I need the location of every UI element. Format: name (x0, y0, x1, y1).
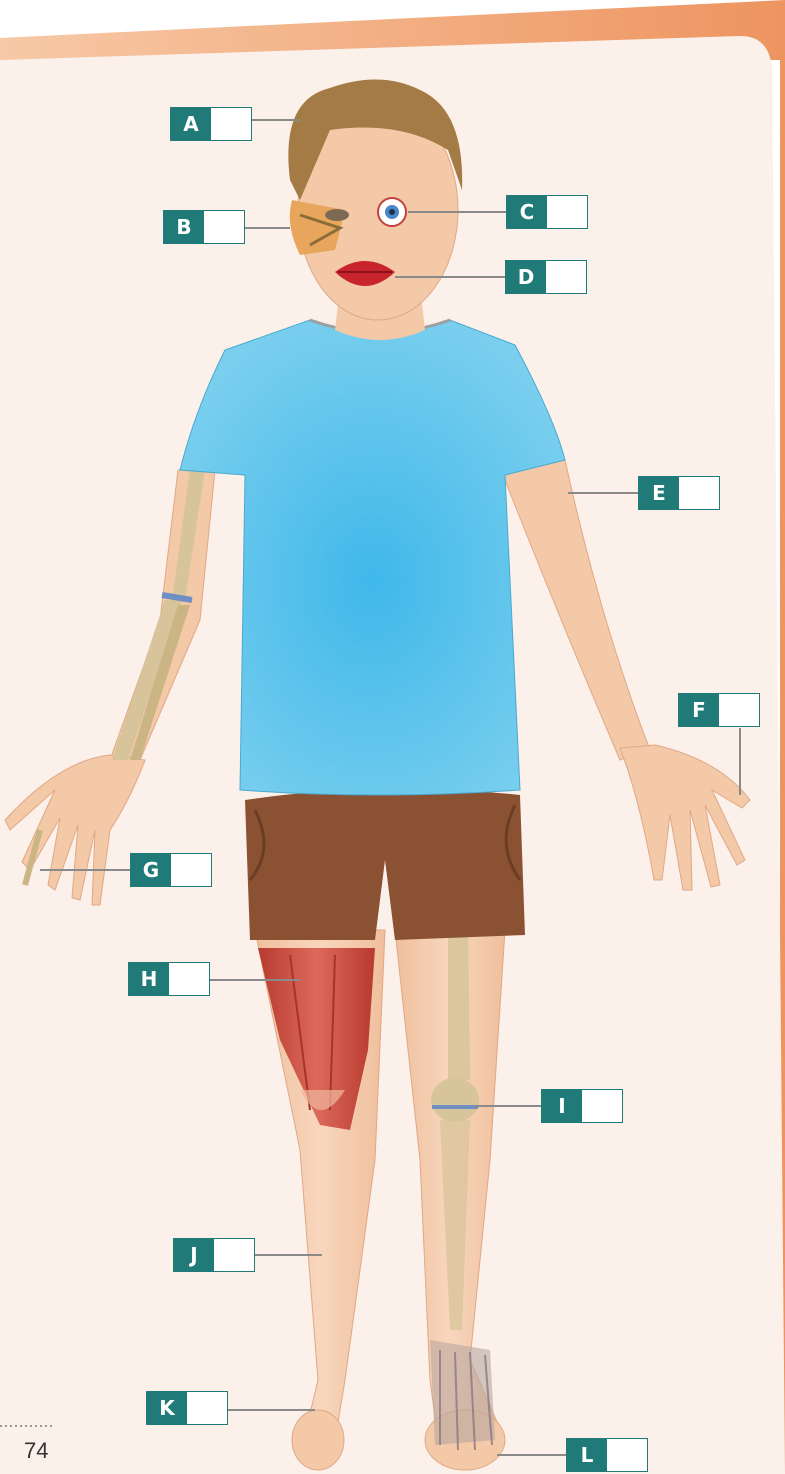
label-l-letter: L (567, 1439, 607, 1471)
label-i-answer-box[interactable] (582, 1090, 622, 1122)
label-f-answer-box[interactable] (719, 694, 759, 726)
label-j[interactable]: J (173, 1238, 255, 1272)
label-k-letter: K (147, 1392, 187, 1424)
label-c[interactable]: C (506, 195, 588, 229)
label-h-letter: H (129, 963, 169, 995)
label-h[interactable]: H (128, 962, 210, 996)
label-i[interactable]: I (541, 1089, 623, 1123)
label-d[interactable]: D (505, 260, 587, 294)
label-d-answer-box[interactable] (546, 261, 586, 293)
label-g-letter: G (131, 854, 171, 886)
label-i-letter: I (542, 1090, 582, 1122)
label-f[interactable]: F (678, 693, 760, 727)
page-number: 74 (24, 1438, 48, 1464)
label-e[interactable]: E (638, 476, 720, 510)
label-e-answer-box[interactable] (679, 477, 719, 509)
label-b-answer-box[interactable] (204, 211, 244, 243)
label-a-letter: A (171, 108, 211, 140)
label-d-letter: D (506, 261, 546, 293)
label-l-answer-box[interactable] (607, 1439, 647, 1471)
label-k[interactable]: K (146, 1391, 228, 1425)
label-h-answer-box[interactable] (169, 963, 209, 995)
label-a-answer-box[interactable] (211, 108, 251, 140)
label-b[interactable]: B (163, 210, 245, 244)
label-k-answer-box[interactable] (187, 1392, 227, 1424)
label-b-letter: B (164, 211, 204, 243)
label-l[interactable]: L (566, 1438, 648, 1472)
label-f-letter: F (679, 694, 719, 726)
label-j-letter: J (174, 1239, 214, 1271)
label-e-letter: E (639, 477, 679, 509)
label-c-answer-box[interactable] (547, 196, 587, 228)
label-j-answer-box[interactable] (214, 1239, 254, 1271)
label-a[interactable]: A (170, 107, 252, 141)
label-g[interactable]: G (130, 853, 212, 887)
label-c-letter: C (507, 196, 547, 228)
label-g-answer-box[interactable] (171, 854, 211, 886)
